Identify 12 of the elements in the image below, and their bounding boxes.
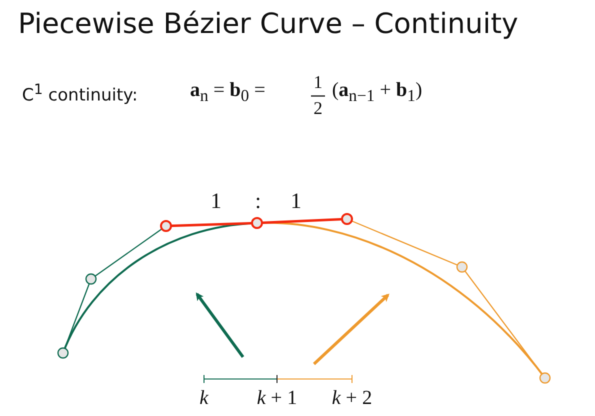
formula: (a$_{n−1}$ + b$_{1}$): [332, 80, 422, 105]
continuity-label: C$^{1}$ continuity:: [22, 83, 138, 105]
ratio-label: 1: [290, 190, 302, 212]
formula: a$_{n}$ = b$_{0}$ =: [190, 80, 266, 105]
slide-title: Piecewise Bézier Curve – Continuity: [18, 10, 518, 38]
fraction-numerator: 1: [314, 73, 322, 91]
parameter-label: k + 1: [256, 388, 298, 408]
parameter-label: k + 2: [332, 388, 372, 408]
parameter-label: k: [200, 388, 208, 408]
fraction-denominator: 2: [314, 99, 322, 117]
ratio-label: :: [254, 190, 262, 212]
ratio-label: 1: [210, 190, 222, 212]
